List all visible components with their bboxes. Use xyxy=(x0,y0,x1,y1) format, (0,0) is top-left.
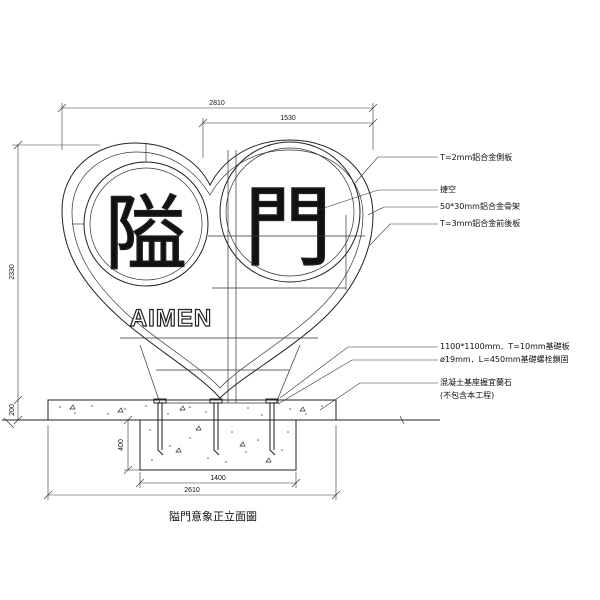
logo-char-men: 門 xyxy=(244,176,332,279)
logo-wordmark: AIMEN xyxy=(130,305,212,332)
note-exclusion: (不包含本工程) xyxy=(440,390,494,400)
drawing-title: 隘門意象正立面圖 xyxy=(169,509,257,523)
dim-footing-outer-label: 2610 xyxy=(184,487,200,494)
dim-total-height-label: 2330 xyxy=(9,264,16,280)
left-logo-circle: 隘 xyxy=(72,143,209,287)
leader-lines xyxy=(277,156,438,411)
dim-footing-depth: 400 xyxy=(118,415,140,475)
dim-base-height-label: 200 xyxy=(9,404,16,416)
note-skeleton: 50*30mm鋁合金骨架 xyxy=(440,201,520,211)
concrete-base xyxy=(2,399,440,471)
note-front-back-plate: T=3mm鋁合金前後板 xyxy=(439,218,520,228)
annotations: T=2mm鋁合金側板 捷空 50*30mm鋁合金骨架 T=3mm鋁合金前後板 1… xyxy=(439,152,570,400)
dim-footing-inner: 1400 xyxy=(135,472,301,488)
dim-total-height: 2330 xyxy=(9,140,100,405)
note-concrete: 混凝土基座握宜蘭石 xyxy=(440,377,512,387)
logo-char-ai: 隘 xyxy=(105,187,187,282)
anchor-bolts xyxy=(153,398,279,456)
note-hollow: 捷空 xyxy=(440,184,456,194)
note-side-plate: T=2mm鋁合金側板 xyxy=(439,152,512,162)
note-base-plate: 1100*1100mm．T=10mm基礎板 xyxy=(440,341,570,351)
dim-total-width: 2810 xyxy=(57,100,378,150)
dim-footing-inner-label: 1400 xyxy=(210,475,226,482)
dim-total-width-label: 2810 xyxy=(209,100,225,107)
dim-right-width: 1530 xyxy=(198,115,378,158)
dim-footing-depth-label: 400 xyxy=(118,439,125,451)
right-logo-circle: 門 xyxy=(219,141,361,283)
note-anchor-bolt: ø19mm．L=450mm基礎螺栓鎖固 xyxy=(440,354,569,364)
heart-frame xyxy=(61,139,374,399)
dim-right-width-label: 1530 xyxy=(280,115,296,122)
dim-footing-outer: 2610 xyxy=(43,425,341,500)
